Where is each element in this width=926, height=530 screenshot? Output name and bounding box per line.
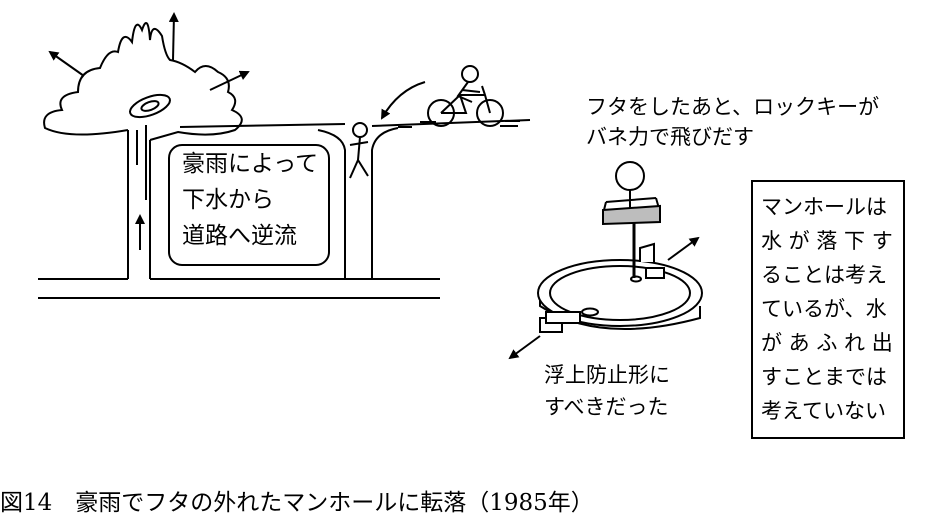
lock-key-arrows xyxy=(508,236,700,360)
fall-arrow xyxy=(381,81,426,120)
overflow-line-3: 道路へ逆流 xyxy=(182,223,297,249)
road-surface xyxy=(179,119,531,128)
overflow-line-2: 下水から xyxy=(182,187,274,213)
falling-person xyxy=(349,122,369,179)
overflow-line-1: 豪雨によって xyxy=(182,151,319,177)
manhole-note-box: マンホールは 水 が 落 下 す ることは考え ているが、水 が あ ふ れ 出… xyxy=(751,180,905,439)
manhole-note-line-6: すことまでは xyxy=(761,365,887,389)
lock-key-bar xyxy=(602,204,661,226)
water-ripples xyxy=(398,120,520,128)
manhole-note-line-5: が あ ふ れ 出 xyxy=(761,331,893,355)
water-plume xyxy=(43,21,243,141)
plume-arrows xyxy=(48,12,250,250)
manhole-shaft-right xyxy=(371,127,399,279)
manhole-note-line-3: ることは考え xyxy=(761,263,887,287)
overflow-label-box: 豪雨によって 下水から 道路へ逆流 xyxy=(168,144,330,266)
manhole-shaft-left xyxy=(317,129,346,279)
manhole-note-line-4: ているが、水 xyxy=(761,297,887,321)
manhole-note-line-1: マンホールは xyxy=(761,195,887,219)
manhole-assembly xyxy=(537,242,703,333)
float-note-line-1: 浮上防止形に xyxy=(544,363,670,387)
lock-key-note-line-2: バネ力で飛びだす xyxy=(586,125,754,149)
shaft-flow-lines xyxy=(136,125,147,200)
manhole-note-line-2: 水 が 落 下 す xyxy=(761,229,893,253)
figure-caption: 図14 豪雨でフタの外れたマンホールに転落（1985年） xyxy=(0,490,594,516)
float-note-line-2: すべきだった xyxy=(544,395,669,419)
sewer-scene xyxy=(38,119,531,299)
bicycle-rider xyxy=(427,65,504,127)
manhole-note-line-7: 考えていない xyxy=(761,399,886,423)
standing-person xyxy=(602,161,661,218)
flying-cover xyxy=(129,93,171,119)
lock-key-note-line-1: フタをしたあと、ロックキーが xyxy=(586,95,880,119)
